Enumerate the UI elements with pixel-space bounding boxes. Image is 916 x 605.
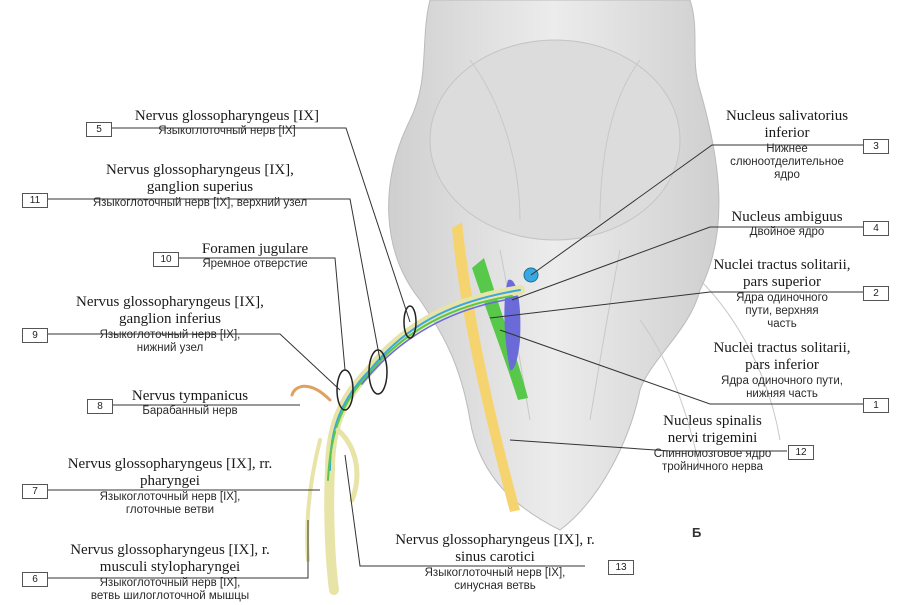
label-7-latin: Nervus glossopharyngeus [IX], rr. pharyn… (45, 456, 295, 491)
label-7: Nervus glossopharyngeus [IX], rr. pharyn… (45, 456, 295, 517)
label-5: Nervus glossopharyngeus [IX] Языкоглоточ… (112, 108, 342, 138)
label-5-russian: Языкоглоточный нерв [IX] (112, 125, 342, 138)
label-num-4: 4 (863, 221, 889, 236)
label-1: Nuclei tractus solitarii, pars inferior … (702, 340, 862, 401)
label-13-russian: Языкоглоточный нерв [IX], синусная ветвь (385, 567, 605, 593)
label-2: Nuclei tractus solitarii, pars superior … (702, 257, 862, 331)
label-1-russian: Ядра одиночного пути, нижняя часть (702, 375, 862, 401)
label-13: Nervus glossopharyngeus [IX], r. sinus c… (385, 532, 605, 593)
label-3: Nucleus salivatorius inferior Нижнее слю… (712, 108, 862, 182)
label-3-russian: Нижнее слюноотделительное ядро (712, 143, 862, 183)
label-6: Nervus glossopharyngeus [IX], r. musculi… (45, 542, 295, 603)
label-num-11: 11 (22, 193, 48, 208)
label-7-russian: Языкоглоточный нерв [IX], глоточные ветв… (45, 491, 295, 517)
label-13-latin: Nervus glossopharyngeus [IX], r. sinus c… (385, 532, 605, 567)
label-8-latin: Nervus tympanicus (115, 388, 265, 405)
label-12-russian: Спинномозговое ядро тройничного нерва (640, 448, 785, 474)
label-11-russian: Языкоглоточный нерв [IX], верхний узел (55, 197, 345, 210)
label-12-latin: Nucleus spinalis nervi trigemini (640, 413, 785, 448)
label-num-3: 3 (863, 139, 889, 154)
panel-letter: Б (692, 525, 701, 540)
label-12: Nucleus spinalis nervi trigemini Спинном… (640, 413, 785, 474)
label-9-latin: Nervus glossopharyngeus [IX], ganglion i… (55, 294, 285, 329)
label-6-latin: Nervus glossopharyngeus [IX], r. musculi… (45, 542, 295, 577)
label-11-latin: Nervus glossopharyngeus [IX], ganglion s… (55, 162, 345, 197)
label-num-13: 13 (608, 560, 634, 575)
pons-shape (430, 40, 680, 240)
label-4: Nucleus ambiguus Двойное ядро (712, 209, 862, 239)
label-num-8: 8 (87, 399, 113, 414)
label-5-latin: Nervus glossopharyngeus [IX] (112, 108, 342, 125)
label-num-12: 12 (788, 445, 814, 460)
label-10-latin: Foramen jugulare (180, 241, 330, 258)
label-num-5: 5 (86, 122, 112, 137)
label-num-9: 9 (22, 328, 48, 343)
label-num-10: 10 (153, 252, 179, 267)
label-9-russian: Языкоглоточный нерв [IX], нижний узел (55, 329, 285, 355)
label-8: Nervus tympanicus Барабанный нерв (115, 388, 265, 418)
label-8-russian: Барабанный нерв (115, 405, 265, 418)
label-4-latin: Nucleus ambiguus (712, 209, 862, 226)
label-num-2: 2 (863, 286, 889, 301)
label-3-latin: Nucleus salivatorius inferior (712, 108, 862, 143)
label-4-russian: Двойное ядро (712, 226, 862, 239)
label-10: Foramen jugulare Яремное отверстие (180, 241, 330, 271)
label-2-latin: Nuclei tractus solitarii, pars superior (702, 257, 862, 292)
label-1-latin: Nuclei tractus solitarii, pars inferior (702, 340, 862, 375)
label-num-1: 1 (863, 398, 889, 413)
label-9: Nervus glossopharyngeus [IX], ganglion i… (55, 294, 285, 355)
label-10-russian: Яремное отверстие (180, 258, 330, 271)
label-6-russian: Языкоглоточный нерв [IX], ветвь шилоглот… (45, 577, 295, 603)
label-2-russian: Ядра одиночного пути, верхняя часть (702, 292, 862, 332)
label-11: Nervus glossopharyngeus [IX], ganglion s… (55, 162, 345, 210)
